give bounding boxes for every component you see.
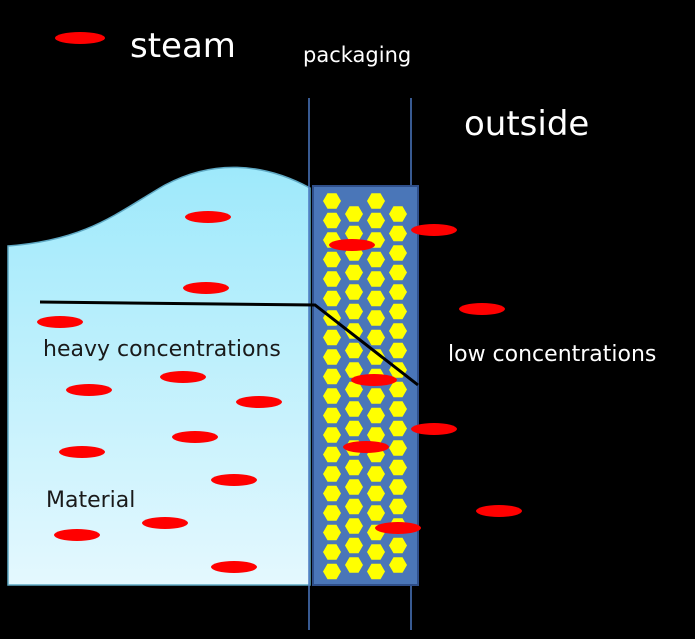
steam-molecule [375, 522, 421, 534]
barrier-hexagon [367, 310, 385, 326]
barrier-hexagon [345, 420, 363, 437]
steam-molecule [329, 239, 375, 251]
barrier-hexagon [389, 557, 407, 573]
barrier-hexagon [323, 193, 341, 209]
barrier-hexagon [389, 498, 407, 515]
barrier-hexagon [345, 401, 363, 417]
barrier-hexagon [367, 271, 385, 287]
barrier-hexagon [345, 362, 363, 378]
steam-molecule [343, 441, 389, 453]
steam-molecule [351, 374, 397, 386]
steam-molecule [411, 224, 457, 236]
barrier-hexagon [323, 505, 341, 521]
barrier-hexagon [389, 459, 407, 476]
steam-molecule [211, 474, 257, 486]
barrier-hexagon [323, 368, 341, 385]
steam-molecule [236, 396, 282, 408]
concentration-gradient-line [39, 300, 419, 387]
barrier-hexagon [345, 284, 363, 300]
steam-molecule [476, 505, 522, 517]
barrier-hexagon [367, 466, 385, 482]
barrier-hexagon [323, 563, 341, 580]
steam-molecule [211, 561, 257, 573]
steam-molecule [160, 371, 206, 383]
outside-label: outside [464, 104, 590, 144]
barrier-hexagon [367, 485, 385, 502]
barrier-hexagon [389, 381, 407, 398]
barrier-hexagon [389, 284, 407, 300]
barrier-hexagon [323, 251, 341, 268]
barrier-hexagon [345, 381, 363, 398]
barrier-hexagon [345, 225, 363, 242]
barrier-hexagon [323, 349, 341, 365]
packaging-label: packaging [303, 43, 412, 67]
legend-label: steam [130, 26, 236, 66]
barrier-hexagon [367, 290, 385, 307]
barrier-hexagon [345, 264, 363, 281]
barrier-hexagon [323, 290, 341, 307]
barrier-hexagon [367, 505, 385, 521]
steam-molecule [459, 303, 505, 315]
barrier-hexagon [389, 420, 407, 437]
barrier-hexagon [323, 329, 341, 346]
barrier-hexagon [367, 193, 385, 209]
barrier-hexagon [345, 557, 363, 573]
barrier-hexagon [323, 524, 341, 541]
barrier-hexagon [323, 407, 341, 424]
barrier-hexagon [323, 271, 341, 287]
barrier-hexagon [323, 388, 341, 404]
steam-molecule [183, 282, 229, 294]
barrier-hexagon [345, 342, 363, 359]
barrier-hexagon [367, 388, 385, 404]
barrier-hexagon [389, 206, 407, 222]
steam-molecules [37, 211, 522, 573]
barrier-hexagon [345, 518, 363, 534]
barrier-hexagon [345, 303, 363, 320]
barrier-hexagon [323, 446, 341, 463]
barrier-hexagon [389, 245, 407, 261]
barrier-hexagon [323, 466, 341, 482]
barrier-hexagon [345, 459, 363, 476]
barrier-hexagon [367, 349, 385, 365]
steam-molecule [411, 423, 457, 435]
barrier-hexagon [323, 485, 341, 502]
barrier-hexagon [389, 479, 407, 495]
barrier-hexagon [367, 563, 385, 580]
barrier-hexagon [389, 323, 407, 339]
barrier-hexagon [367, 212, 385, 229]
barrier-hexagon [367, 427, 385, 443]
barrier-hexagon [367, 251, 385, 268]
barrier-hexagon [345, 498, 363, 515]
barrier-hexagon [389, 537, 407, 554]
barrier-hexagon [389, 342, 407, 359]
barrier-hexagon [367, 544, 385, 560]
heavy-concentrations-label: heavy concentrations [43, 337, 281, 362]
barrier-hexagon [345, 323, 363, 339]
barrier-hexagon [389, 303, 407, 320]
legend-steam-icon [55, 32, 105, 44]
barrier-hexagon [389, 440, 407, 456]
barrier-hexagon [367, 329, 385, 346]
steam-molecule [37, 316, 83, 328]
barrier-hexagon [389, 225, 407, 242]
barrier-hexagon [345, 479, 363, 495]
barrier-hexagon [345, 206, 363, 222]
barrier-hexagon [389, 401, 407, 417]
steam-molecule [59, 446, 105, 458]
steam-molecule [142, 517, 188, 529]
barrier-hexagon [367, 407, 385, 424]
steam-molecule [185, 211, 231, 223]
barrier-hexagon [389, 264, 407, 281]
steam-molecule [54, 529, 100, 541]
barrier-hexagon [323, 544, 341, 560]
material-label: Material [46, 488, 136, 513]
steam-molecule [172, 431, 218, 443]
barrier-hexagon [345, 537, 363, 554]
barrier-hexagon [323, 212, 341, 229]
barrier-hexagon [323, 427, 341, 443]
low-concentrations-label: low concentrations [448, 342, 657, 367]
steam-molecule [66, 384, 112, 396]
